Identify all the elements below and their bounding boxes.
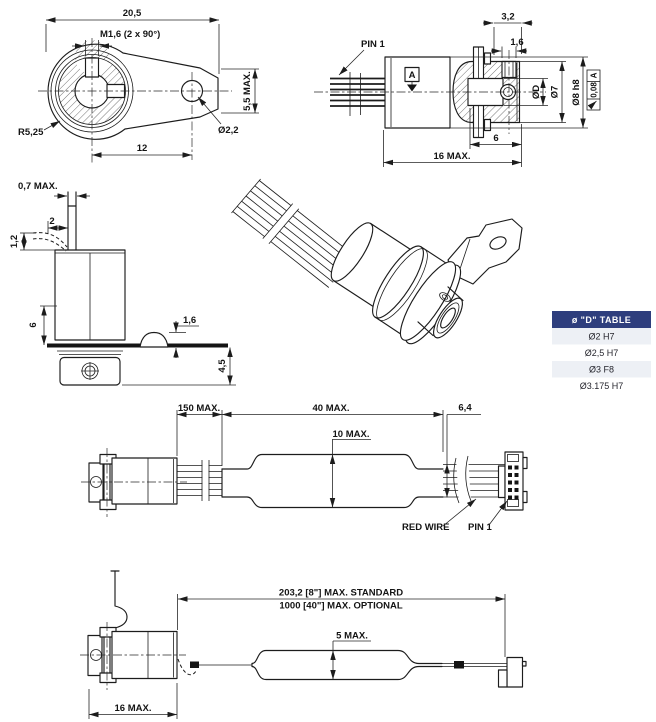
datum-triangle xyxy=(407,84,417,92)
isometric-view xyxy=(231,178,523,345)
thread-callout: M1,6 (2 x 90°) xyxy=(100,29,160,40)
tab-hole-iso xyxy=(489,236,507,250)
dim-pin-offset: 2 xyxy=(49,216,54,227)
table-row: Ø3 F8 xyxy=(589,365,614,375)
shaft-diameter-table: ø "D" TABLE Ø2 H7 Ø2,5 H7 Ø3 F8 Ø3.175 H… xyxy=(552,311,651,394)
ribbon-cable xyxy=(231,178,356,288)
ribbon-pins xyxy=(330,77,385,107)
dim-bump-height: 1,6 xyxy=(183,315,196,326)
idc-connector xyxy=(497,451,528,511)
dim-motor-length: 16 MAX. xyxy=(115,703,152,714)
lead-wire xyxy=(32,238,67,252)
runout-symbol-icon xyxy=(587,100,597,110)
dim-hole-spacing: 12 xyxy=(137,143,148,154)
dim-body-dia: Ø8 h8 xyxy=(571,79,582,105)
front-view: 20,5 M1,6 (2 x 90°) R5,25 12 Ø2,2 5,5 MA… xyxy=(18,8,259,163)
mounting-tab xyxy=(447,218,523,285)
cable-sleeve xyxy=(251,649,443,665)
dim-overall-width: 20,5 xyxy=(123,8,142,19)
dim-hub-height: 4,5 xyxy=(217,359,228,373)
dim-sleeve-dia: 10 MAX. xyxy=(333,429,370,440)
ribbon-tail xyxy=(443,464,506,498)
dim-sleeve-length: 40 MAX. xyxy=(313,403,350,414)
hole-dia: Ø2,2 xyxy=(218,125,239,136)
red-wire-label: RED WIRE xyxy=(402,522,450,533)
bracket-bump xyxy=(139,331,169,348)
cable-assembly-view: 150 MAX. 40 MAX. 10 MAX. 6,4 RED WIRE PI… xyxy=(81,403,528,533)
lead-wire xyxy=(32,232,68,248)
ribbon-lead xyxy=(177,465,222,496)
ferrite-bead xyxy=(190,661,199,668)
bore-iso xyxy=(440,307,456,329)
dim-flange-face: 3,2 xyxy=(501,12,514,23)
dim-standard-length: 203,2 [8"] MAX. STANDARD xyxy=(279,588,403,599)
dim-cable-sleeve-dia: 5 MAX. xyxy=(336,631,368,642)
table-row: Ø3.175 H7 xyxy=(580,381,624,391)
dim-ribbon-width: 6,4 xyxy=(458,403,472,414)
dim-pilot-dia: Ø7 xyxy=(550,86,561,99)
hub-front xyxy=(88,462,104,503)
bracket-view: 0,7 MAX. 2 1,2 6 1,6 4,5 xyxy=(9,181,236,386)
datum-label: A xyxy=(409,70,416,81)
mounting-bracket xyxy=(47,343,228,348)
hub-front-bottom xyxy=(87,634,103,677)
motor-body xyxy=(384,56,451,129)
table-row: Ø2 H7 xyxy=(588,332,614,342)
set-screw-iso xyxy=(439,292,451,302)
side-view: A PIN 1 3,2 1,6 ØD Ø7 Ø8 h8 xyxy=(314,12,601,167)
bracket-strip xyxy=(114,570,128,633)
dim-total-length: 16 MAX. xyxy=(434,151,471,162)
end-connector xyxy=(506,656,524,688)
dim-shaft-bore: ØD xyxy=(531,85,542,99)
table-header: ø "D" TABLE xyxy=(572,315,631,325)
runout-datum: A xyxy=(590,72,599,78)
pin1-label-cable: PIN 1 xyxy=(468,522,492,533)
dim-wire-height: 1,2 xyxy=(9,235,20,248)
dim-thread-depth: 1,6 xyxy=(510,37,523,48)
motor-rear-cap xyxy=(330,222,374,282)
dim-body-height: 6 xyxy=(28,322,39,327)
pin1-label: PIN 1 xyxy=(361,39,385,50)
dim-lead-length: 150 MAX. xyxy=(178,403,220,414)
dim-optional-length: 1000 [40"] MAX. OPTIONAL xyxy=(279,601,402,612)
dim-hub-length: 6 xyxy=(493,133,498,144)
table-header-bg xyxy=(552,311,651,328)
wire-loop xyxy=(177,658,197,676)
runout-value: 0,08 xyxy=(590,82,599,98)
table-row: Ø2,5 H7 xyxy=(585,348,619,358)
dim-pin-width: 0,7 MAX. xyxy=(18,181,58,192)
runout-tolerance-frame: A 0,08 xyxy=(586,69,601,111)
connector-pins xyxy=(508,465,519,500)
fillet-radius: R5,25 xyxy=(18,127,44,138)
motor-body-cable-view xyxy=(111,457,178,505)
dim-tab-height: 5,5 MAX. xyxy=(242,71,253,111)
length-view: 203,2 [8"] MAX. STANDARD 1000 [40"] MAX.… xyxy=(80,570,527,719)
ferrite-bead xyxy=(454,661,464,669)
